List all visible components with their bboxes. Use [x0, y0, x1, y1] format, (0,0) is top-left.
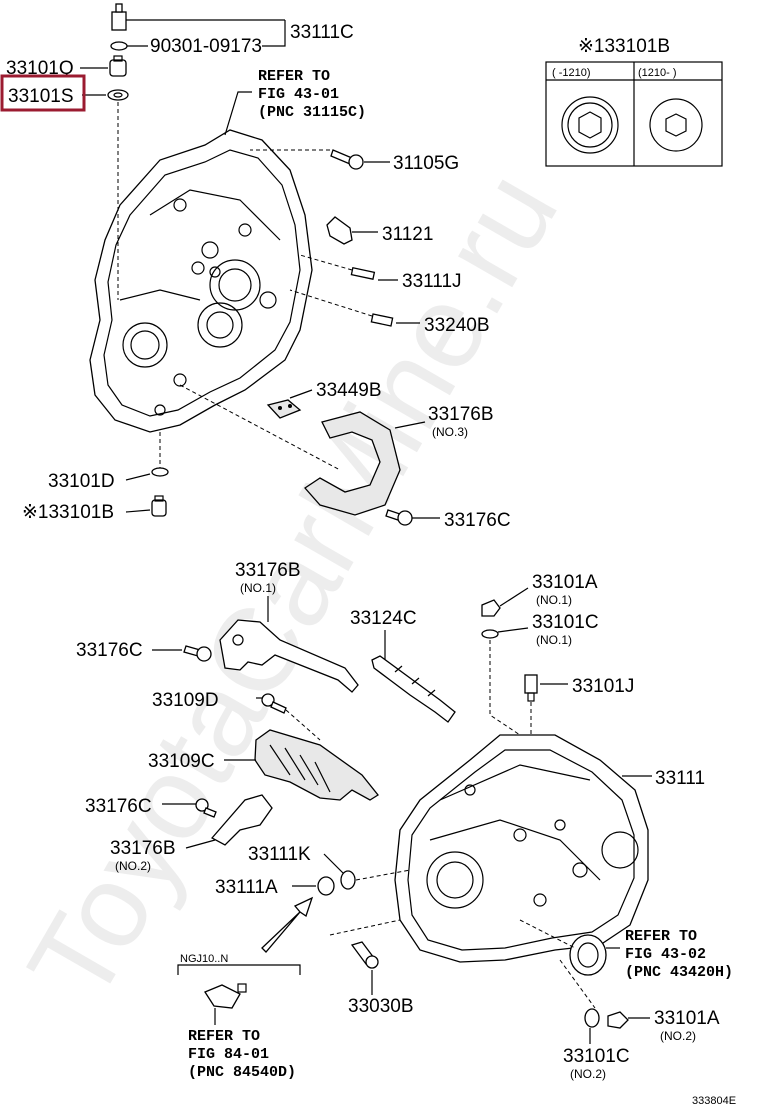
label-33101c-no1[interactable]: 33101C [532, 612, 599, 633]
sensor-ngj[interactable] [204, 983, 247, 1009]
label-33101d[interactable]: 33101D [48, 471, 115, 492]
plug-33111c[interactable] [110, 3, 128, 51]
label-33176b-no3-sub: (NO.3) [432, 425, 468, 439]
drain-plug-33101q[interactable] [109, 55, 127, 77]
bolt-33176c-low[interactable] [195, 798, 217, 818]
switch-33101j[interactable] [524, 674, 538, 702]
label-33101a-no1[interactable]: 33101A [532, 572, 598, 593]
gasket-33101c-no2[interactable] [584, 1008, 600, 1028]
bracket-33176b-no2[interactable] [210, 794, 273, 846]
label-33176b-no3[interactable]: 33176B [428, 404, 494, 425]
label-33101q[interactable]: 33101Q [6, 58, 74, 79]
part-31121[interactable] [326, 216, 353, 245]
ref-right-line1[interactable]: REFER TO [625, 928, 697, 945]
label-33176b-no2[interactable]: 33176B [110, 838, 176, 859]
bolt-33109d[interactable] [261, 693, 287, 714]
inset-col1: ( -1210) [552, 67, 591, 79]
label-33111j[interactable]: 33111J [402, 271, 462, 292]
ref-bottom-line2[interactable]: FIG 84-01 [188, 1046, 269, 1063]
ref-top-line2[interactable]: FIG 43-01 [258, 86, 339, 103]
plug-33101b[interactable] [151, 495, 167, 517]
label-33176c-low[interactable]: 33176C [85, 796, 152, 817]
inset-title: ※133101B [578, 36, 670, 57]
label-33176c-mid[interactable]: 33176C [76, 640, 143, 661]
label-33109d[interactable]: 33109D [152, 690, 219, 711]
bolt-33176c-top[interactable] [385, 509, 413, 526]
ref-bottom-line1[interactable]: REFER TO [188, 1028, 260, 1045]
label-33101j[interactable]: 33101J [572, 676, 634, 697]
gasket-33101s[interactable] [107, 89, 129, 101]
sensor-33030b[interactable] [350, 941, 379, 969]
transmission-case-33111[interactable] [394, 734, 649, 963]
oil-seal[interactable] [569, 934, 607, 976]
ref-top-line1[interactable]: REFER TO [258, 68, 330, 85]
label-33101a-no2[interactable]: 33101A [654, 1008, 720, 1029]
clutch-housing [89, 129, 313, 433]
diagram-code: 333804E [692, 1095, 736, 1107]
plug-33101a-no2[interactable] [607, 1011, 629, 1029]
gasket-33101c-no1[interactable] [481, 629, 499, 639]
label-33111a[interactable]: 33111A [215, 877, 278, 898]
label-33101c-no2-sub: (NO.2) [570, 1067, 606, 1081]
label-33109c[interactable]: 33109C [148, 751, 215, 772]
inset-box: ※133101B ( -1210) (1210- ) [545, 36, 723, 167]
label-33101a-no2-sub: (NO.2) [660, 1029, 696, 1043]
label-33101b[interactable]: ※133101B [22, 502, 114, 523]
label-31105g[interactable]: 31105G [393, 153, 459, 174]
ref-right-line2[interactable]: FIG 43-02 [625, 946, 706, 963]
label-33111k[interactable]: 33111K [248, 844, 311, 865]
label-33176b-no2-sub: (NO.2) [115, 859, 151, 873]
cover-33109c[interactable] [254, 729, 379, 801]
ref-right-line3[interactable]: (PNC 43420H) [625, 964, 733, 981]
part-33124c[interactable] [371, 655, 456, 723]
label-33101s[interactable]: 33101S [8, 86, 74, 107]
label-33101a-no1-sub: (NO.1) [536, 593, 572, 607]
label-33101c-no2[interactable]: 33101C [563, 1046, 630, 1067]
ref-bottom-line3[interactable]: (PNC 84540D) [188, 1064, 296, 1081]
plate-33449b[interactable] [266, 399, 302, 419]
pin-33111j[interactable] [350, 267, 376, 280]
highlight-box [0, 74, 86, 112]
label-33111c[interactable]: 33111C [290, 22, 354, 43]
bolt-31105g[interactable] [330, 149, 364, 170]
bolt-33176c-mid[interactable] [183, 645, 212, 662]
label-90301-09173[interactable]: 90301-09173 [150, 36, 262, 57]
plug-33101a-no1[interactable] [481, 599, 501, 617]
label-33176b-no1-sub: (NO.1) [240, 581, 276, 595]
direction-arrow [261, 896, 314, 953]
ref-top-line3[interactable]: (PNC 31115C) [258, 104, 366, 121]
cover-33176b-no3[interactable] [304, 411, 401, 516]
label-33176b-no1[interactable]: 33176B [235, 560, 301, 581]
label-33111[interactable]: 33111 [655, 768, 705, 789]
label-33030b[interactable]: 33030B [348, 996, 414, 1017]
gasket-33101d[interactable] [151, 467, 169, 477]
label-33124c[interactable]: 33124C [350, 608, 417, 629]
label-33101c-no1-sub: (NO.1) [536, 633, 572, 647]
label-33176c-top[interactable]: 33176C [444, 510, 511, 531]
pin-33240b[interactable] [370, 313, 394, 327]
label-ngj: NGJ10..N [180, 953, 228, 965]
label-33240b[interactable]: 33240B [424, 315, 490, 336]
label-31121[interactable]: 31121 [382, 224, 433, 245]
label-33449b[interactable]: 33449B [316, 380, 382, 401]
inset-col2: (1210- ) [638, 67, 677, 79]
seal-33111k[interactable] [340, 870, 356, 890]
bushing-33111a[interactable] [317, 876, 335, 896]
bracket-33176b-no1[interactable] [219, 619, 359, 693]
